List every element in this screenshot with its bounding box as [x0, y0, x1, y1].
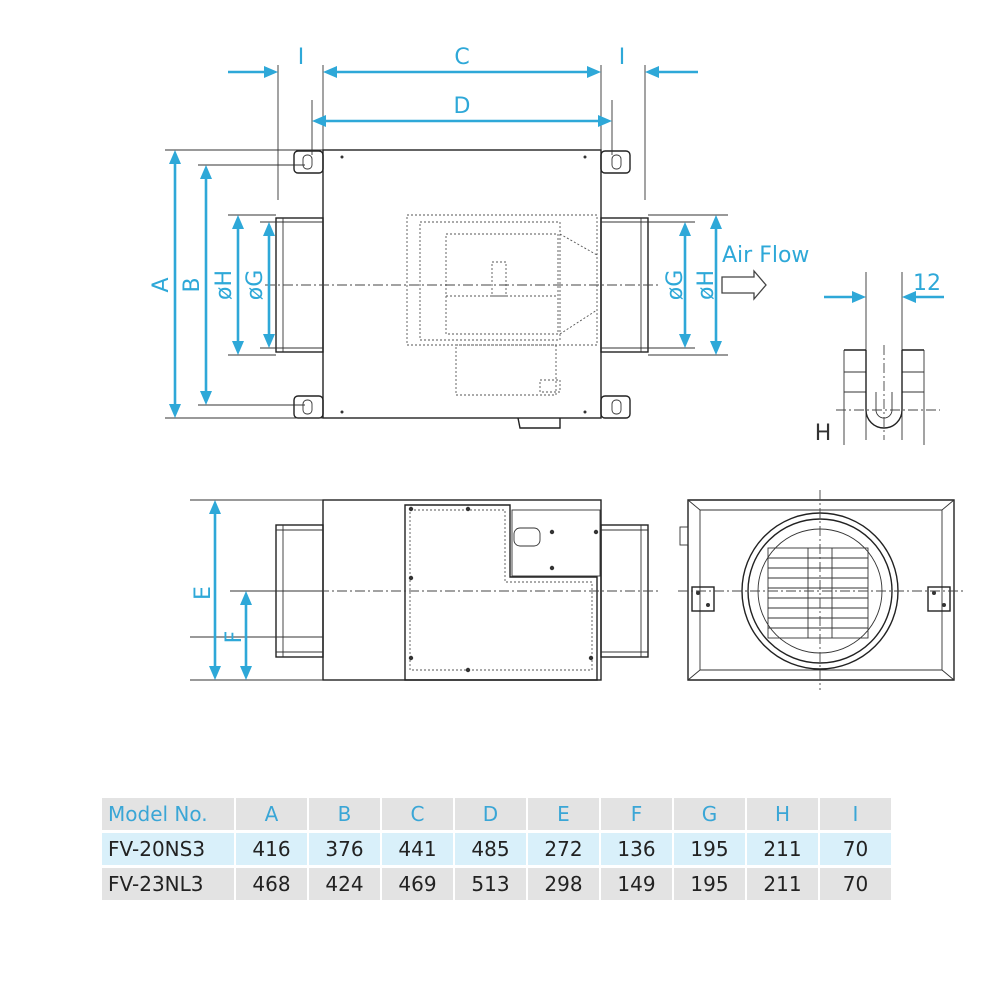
table-cell: 513 — [455, 868, 526, 900]
dim-B — [200, 165, 212, 405]
dim-12 — [824, 291, 944, 303]
label-A: A — [149, 277, 174, 292]
table-cell: FV-23NL3 — [102, 868, 234, 900]
table-cell: 441 — [382, 833, 453, 865]
table-cell: 376 — [309, 833, 380, 865]
table-cell: 416 — [236, 833, 307, 865]
table-header-cell: C — [382, 798, 453, 830]
outlet-ring-inner — [747, 518, 893, 664]
front-bracket-right — [927, 586, 951, 612]
mounting-bracket-bottom-right — [600, 395, 631, 419]
table-header-cell: A — [236, 798, 307, 830]
label-I-right: I — [619, 45, 626, 70]
table-row: FV-23NL3 468 424 469 513 298 149 195 211… — [102, 868, 891, 900]
mounting-bracket-top-right — [600, 150, 631, 174]
label-H-left: øH — [212, 270, 237, 300]
label-H-detail: H — [815, 421, 832, 446]
front-view — [678, 490, 966, 690]
table-header-cell: Model No. — [102, 798, 234, 830]
spec-table: Model No. A B C D E F G H I FV-20NS3 416… — [100, 795, 893, 903]
label-G-right: øG — [663, 270, 688, 301]
label-12: 12 — [913, 271, 941, 296]
dim-I-right — [645, 66, 698, 78]
side-view: E F — [190, 499, 660, 681]
label-I-left: I — [298, 45, 305, 70]
mounting-bracket-bottom-left — [293, 395, 324, 419]
table-cell: 424 — [309, 868, 380, 900]
table-header-cell: G — [674, 798, 745, 830]
dim-H-left — [232, 215, 244, 355]
side-screws — [408, 506, 599, 673]
dim-E — [209, 500, 221, 680]
terminal-box — [511, 509, 601, 577]
table-header-cell: D — [455, 798, 526, 830]
table-cell: 149 — [601, 868, 672, 900]
label-F: F — [222, 631, 247, 644]
table-cell: FV-20NS3 — [102, 833, 234, 865]
label-H-right: øH — [694, 270, 719, 300]
table-header-row: Model No. A B C D E F G H I — [102, 798, 891, 830]
access-panel — [404, 504, 598, 681]
label-D: D — [454, 94, 471, 119]
table-header-cell: I — [820, 798, 891, 830]
mounting-bracket-top-left — [293, 150, 324, 174]
dim-C — [323, 66, 601, 78]
outlet-ring-outer — [741, 512, 899, 670]
dim-I-left — [228, 66, 278, 78]
label-B: B — [180, 277, 205, 292]
internal-fan-hidden — [406, 214, 598, 396]
table-cell: 195 — [674, 833, 745, 865]
table-header-cell: H — [747, 798, 818, 830]
airflow-arrow-icon — [721, 269, 767, 301]
table-cell: 468 — [236, 868, 307, 900]
table-cell: 298 — [528, 868, 599, 900]
side-view-body — [322, 499, 602, 681]
corner-screws — [340, 155, 587, 414]
table-cell: 211 — [747, 833, 818, 865]
label-G-left: øG — [243, 270, 268, 301]
label-E: E — [191, 586, 216, 600]
dim-H-right — [710, 215, 722, 355]
table-header-cell: E — [528, 798, 599, 830]
dim-D — [312, 115, 612, 127]
airflow-label: Air Flow — [722, 243, 809, 268]
label-C: C — [454, 45, 469, 70]
table-row: FV-20NS3 416 376 441 485 272 136 195 211… — [102, 833, 891, 865]
top-view-body — [322, 149, 602, 419]
top-view-extension-lines — [165, 65, 728, 419]
dim-G-left — [263, 222, 275, 348]
dim-F — [240, 591, 252, 680]
table-header-cell: F — [601, 798, 672, 830]
table-cell: 469 — [382, 868, 453, 900]
fan-blades — [767, 547, 869, 639]
drain-tab — [517, 417, 561, 429]
slot-detail: 12 H — [815, 271, 944, 446]
table-header-cell: B — [309, 798, 380, 830]
table-cell: 70 — [820, 868, 891, 900]
table-cell: 211 — [747, 868, 818, 900]
table-cell: 485 — [455, 833, 526, 865]
table-cell: 136 — [601, 833, 672, 865]
front-bracket-left — [691, 586, 715, 612]
dim-A — [169, 150, 181, 418]
front-cable-gland — [679, 526, 689, 546]
cable-gland — [513, 527, 541, 547]
table-cell: 70 — [820, 833, 891, 865]
dim-G-right — [679, 222, 691, 348]
table-cell: 272 — [528, 833, 599, 865]
slot-outline — [865, 350, 903, 429]
table-cell: 195 — [674, 868, 745, 900]
top-view: I C I D A B øH øG øG øH Air Flow — [149, 45, 809, 429]
